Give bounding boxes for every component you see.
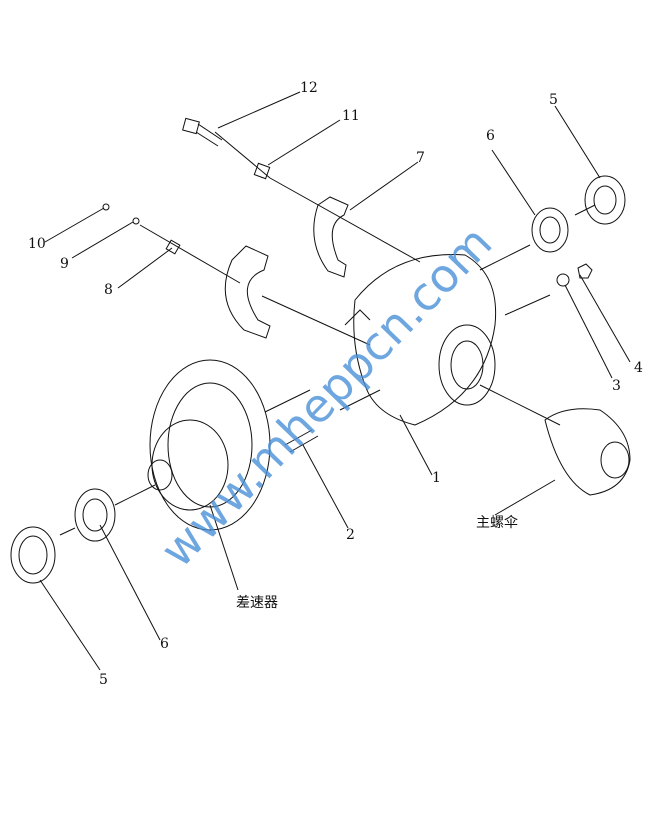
callout-6-lower: 6	[160, 636, 169, 652]
shaft-part	[284, 429, 313, 446]
bearing-part	[74, 488, 116, 542]
callout-9: 9	[60, 256, 69, 272]
pinion-part	[544, 408, 631, 496]
nut-part	[577, 263, 593, 279]
bearing-cap-part	[313, 196, 349, 278]
callout-5-upper: 5	[549, 92, 558, 108]
nut-part	[253, 162, 271, 180]
callout-11: 11	[342, 108, 360, 124]
bearing-part	[531, 207, 569, 253]
callout-12: 12	[300, 80, 318, 96]
callout-main-bevel: 主螺伞	[476, 515, 518, 531]
leader-lines	[39, 91, 631, 671]
callout-2: 2	[346, 527, 355, 543]
bearing-part	[10, 526, 56, 584]
washer-part	[556, 273, 570, 287]
callout-differential: 差速器	[236, 595, 278, 611]
callout-10: 10	[28, 236, 46, 252]
pin-part	[102, 203, 110, 211]
housing-part	[344, 254, 497, 426]
callout-8: 8	[104, 282, 113, 298]
differential-part	[147, 359, 271, 531]
callout-6-upper: 6	[486, 128, 495, 144]
plate-part	[165, 239, 181, 255]
callout-1: 1	[432, 470, 441, 486]
callout-7: 7	[416, 150, 425, 166]
bearing-cap-part	[224, 245, 271, 339]
washer-part	[132, 217, 140, 225]
seal-part	[584, 175, 626, 225]
callout-4: 4	[634, 360, 643, 376]
callout-5-lower: 5	[99, 672, 108, 688]
bolt-part	[182, 117, 223, 147]
callout-3: 3	[612, 378, 621, 394]
